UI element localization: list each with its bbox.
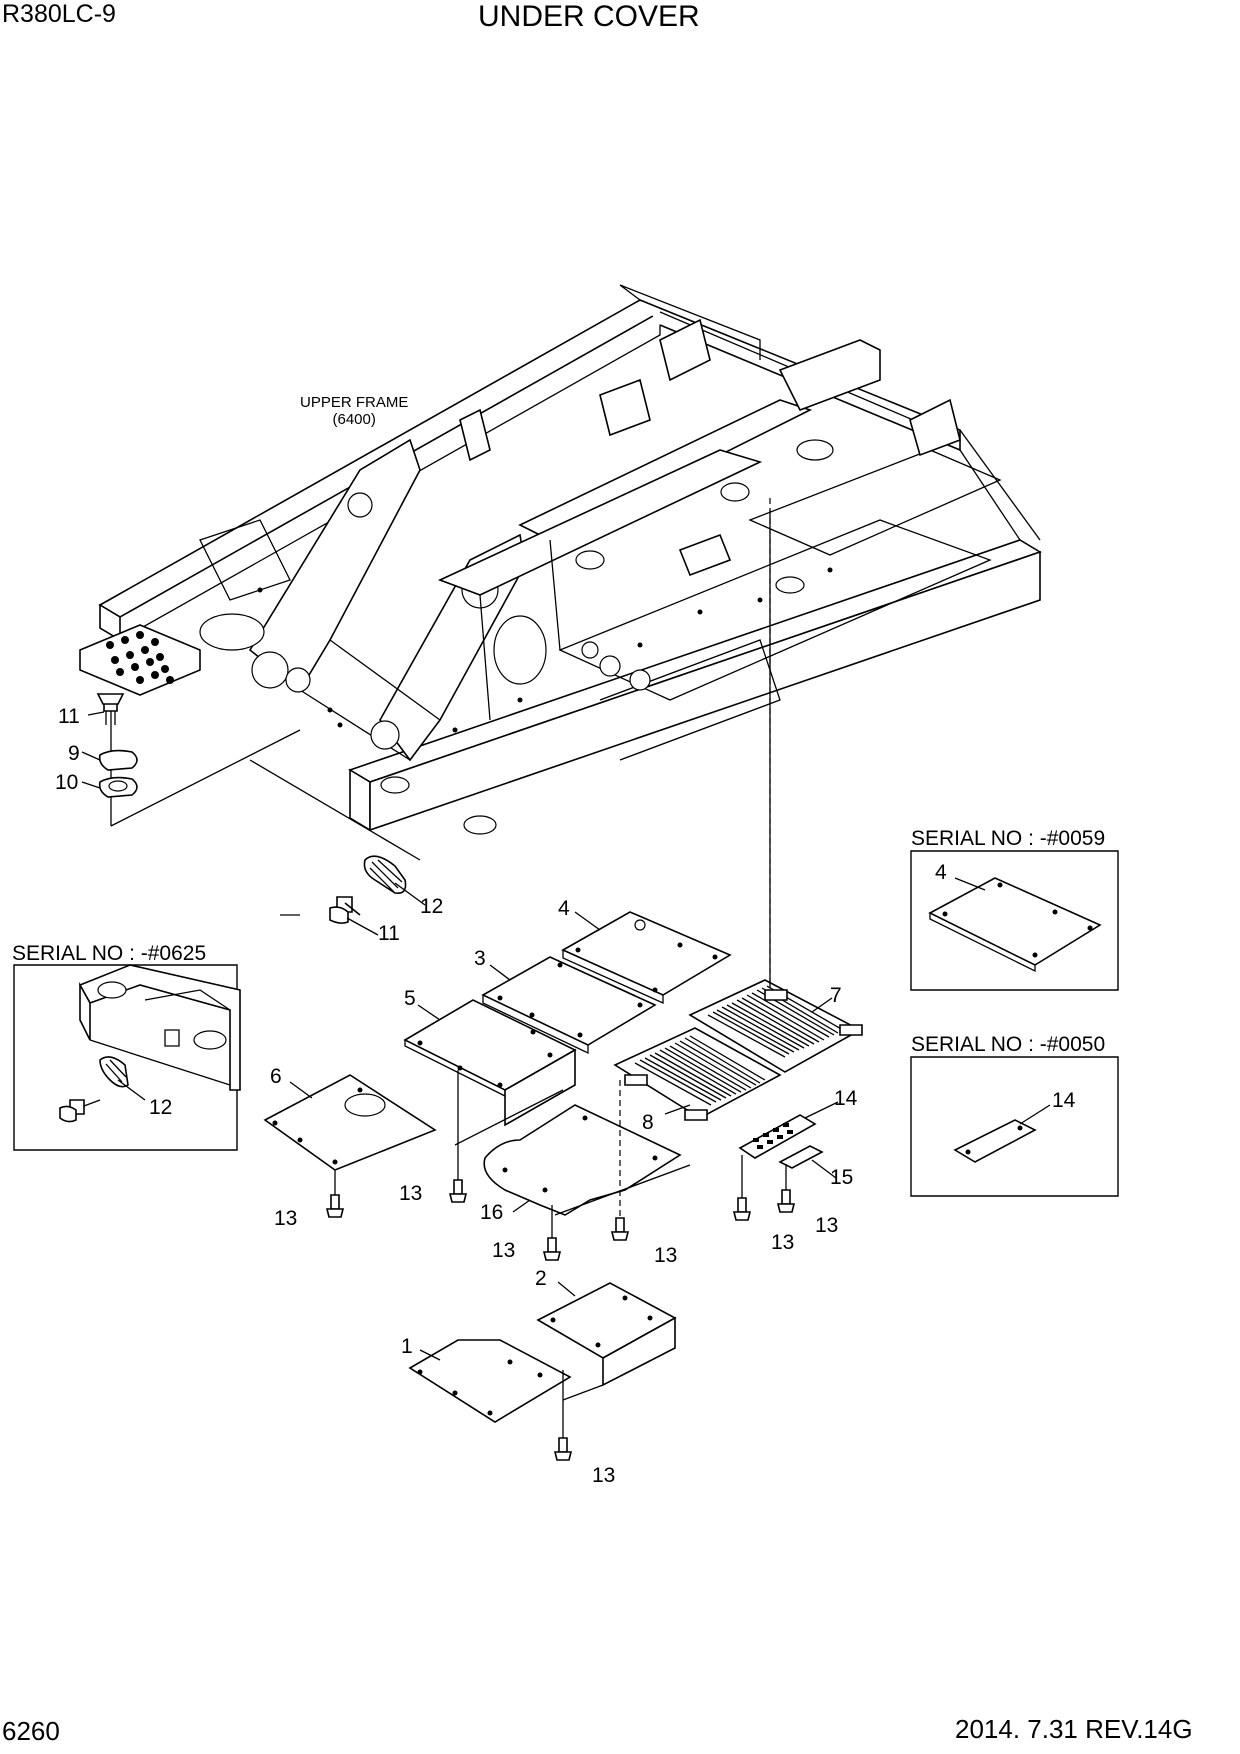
callout-16: 16: [480, 1201, 504, 1224]
callout-12: 12: [420, 895, 444, 918]
inset-0625-drawing: [60, 965, 240, 1122]
revision-label: 2014. 7.31 REV.14G: [955, 1714, 1193, 1744]
plate-14: [740, 1115, 815, 1158]
upper-frame-line1: UPPER FRAME: [300, 394, 409, 411]
callout-7: 7: [830, 984, 842, 1007]
cover-plate-5: [405, 1000, 575, 1125]
page-number: 6260: [2, 1716, 60, 1746]
callout-13-g: 13: [592, 1464, 616, 1487]
callout-9: 9: [68, 742, 80, 765]
upper-frame-line2: (6400): [332, 410, 376, 428]
callout-13-f: 13: [815, 1214, 839, 1237]
callout-13-b: 13: [399, 1182, 423, 1205]
callout-8: 8: [642, 1111, 654, 1134]
callout-15: 15: [830, 1166, 854, 1189]
callout-3: 3: [474, 947, 486, 970]
callout-10: 10: [55, 771, 79, 794]
model-label: R380LC-9: [2, 0, 116, 28]
cover-plate-1: [410, 1340, 570, 1422]
callout-2: 2: [535, 1267, 547, 1290]
callout-13-c: 13: [492, 1239, 516, 1262]
inset-0059-serial: SERIAL NO : -#0059: [911, 827, 1106, 850]
inset-0625-callout: 12: [149, 1096, 173, 1119]
inspection-cover-12: [330, 856, 406, 923]
callout-11-bottom: 11: [378, 922, 400, 945]
bolt-washer-group-left: [98, 694, 137, 797]
inset-0059-drawing: [930, 878, 1100, 971]
cover-plate-6: [265, 1075, 435, 1170]
inset-box-0050: [911, 1057, 1118, 1196]
inset-box-0059: [911, 851, 1118, 990]
inset-0059-callout: 4: [935, 861, 947, 884]
inset-0050-callout: 14: [1052, 1089, 1076, 1112]
plate-15: [780, 1146, 822, 1168]
callout-1: 1: [401, 1335, 413, 1358]
cover-plate-3: [483, 957, 655, 1053]
inset-0050-drawing: [955, 1120, 1035, 1162]
callout-13-a: 13: [274, 1207, 298, 1230]
inset-0050-serial: SERIAL NO : -#0050: [911, 1033, 1106, 1056]
upper-frame-drawing: [80, 285, 1040, 834]
callout-14: 14: [834, 1087, 858, 1110]
callout-13-d: 13: [654, 1244, 678, 1267]
callout-5: 5: [404, 987, 416, 1010]
upper-frame-label: UPPER FRAME (6400): [300, 394, 409, 428]
bolt-13-group: [327, 1180, 794, 1460]
cover-plate-2: [538, 1283, 675, 1385]
page-title: UNDER COVER: [478, 0, 700, 33]
callout-6: 6: [270, 1065, 282, 1088]
grille-cover-8: [615, 1028, 780, 1120]
callout-13-e: 13: [771, 1231, 795, 1254]
callout-11-top: 11: [58, 705, 80, 728]
callout-4: 4: [558, 897, 570, 920]
inset-0625-serial: SERIAL NO : -#0625: [12, 942, 207, 965]
grille-cover-7: [690, 980, 862, 1072]
cover-plate-4: [563, 912, 730, 1003]
